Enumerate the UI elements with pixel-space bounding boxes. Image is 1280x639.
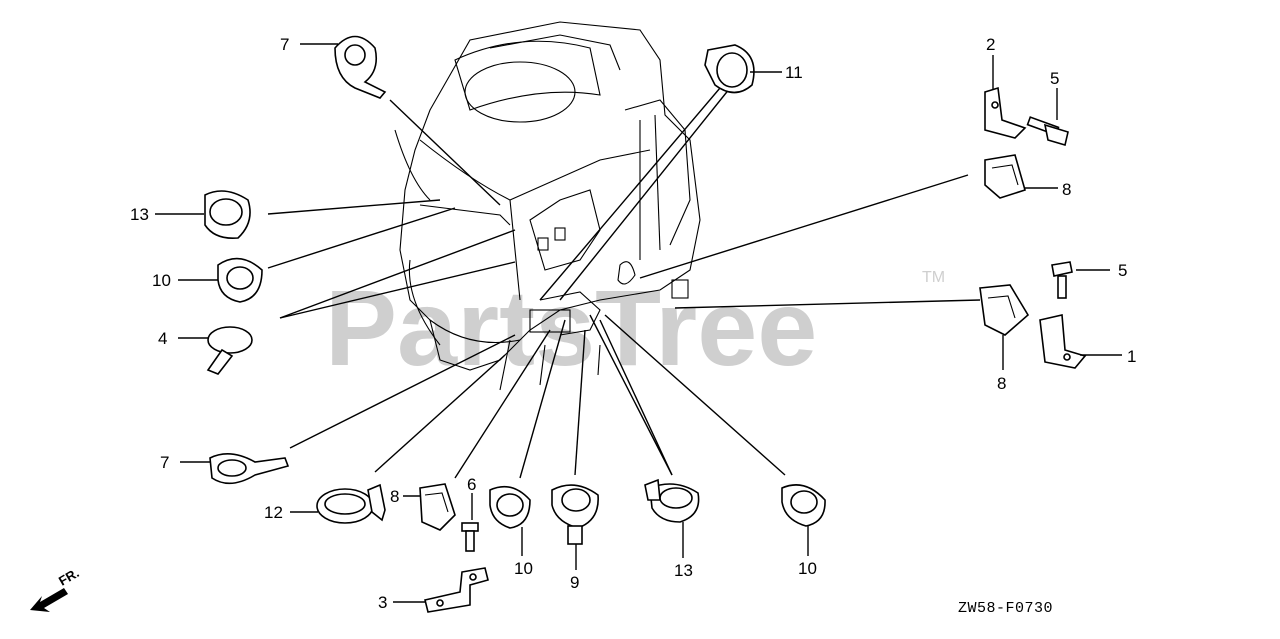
trademark-mark: TM: [922, 269, 945, 286]
part-2: [984, 55, 1027, 139]
callout-13-left: 13: [130, 205, 149, 224]
part-10-left: [178, 257, 263, 303]
part-10-center: [489, 485, 531, 556]
part-13-left: [155, 190, 251, 240]
part-6: [461, 493, 479, 552]
callout-11: 11: [785, 63, 803, 82]
callout-4: 4: [158, 329, 167, 348]
front-arrow: FR.: [30, 565, 82, 612]
part-11: [704, 44, 782, 94]
part-7-bottom: [180, 453, 290, 485]
part-4: [178, 326, 253, 375]
callout-3: 3: [378, 593, 387, 612]
leader-lines: [267, 87, 981, 479]
callout-10-right: 10: [798, 559, 817, 578]
part-7-top: [300, 35, 387, 99]
part-3: [393, 567, 489, 613]
front-arrow-icon: [30, 588, 68, 612]
callout-12: 12: [264, 503, 283, 522]
callout-7-bottom: 7: [160, 453, 169, 472]
part-5-right: [1051, 261, 1110, 299]
callout-1: 1: [1127, 347, 1136, 366]
part-12: [290, 483, 386, 524]
callout-10-left: 10: [152, 271, 171, 290]
callout-7-top: 7: [280, 35, 289, 54]
part-10-right: [781, 484, 826, 556]
callout-labels: 7 2 5 11 13 8 10 5 4 1 8 7 6 8 12 10 9 1…: [130, 35, 1136, 612]
callout-2: 2: [986, 35, 995, 54]
callout-13-bottom: 13: [674, 561, 693, 580]
part-13-bottom: [644, 478, 700, 558]
callout-8-bottom: 8: [390, 487, 399, 506]
part-9: [551, 484, 599, 570]
figure-code: ZW58-F0730: [958, 600, 1053, 617]
part-8-right: [979, 284, 1030, 370]
callout-10-center: 10: [514, 559, 533, 578]
callout-8-right: 8: [997, 374, 1006, 393]
part-8-top: [984, 154, 1058, 199]
part-8-bottom: [403, 483, 456, 531]
callout-9: 9: [570, 573, 579, 592]
front-indicator-label: FR.: [56, 565, 82, 588]
callout-5-right: 5: [1118, 261, 1127, 280]
callout-6: 6: [467, 475, 476, 494]
callout-8-top: 8: [1062, 180, 1071, 199]
callout-5-top: 5: [1050, 69, 1059, 88]
part-5-top: [1026, 88, 1069, 147]
part-1: [1039, 314, 1122, 369]
